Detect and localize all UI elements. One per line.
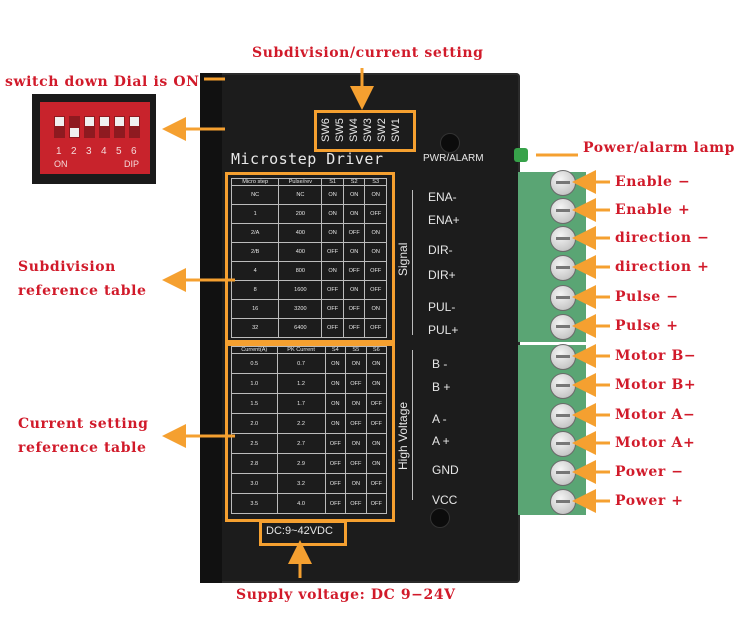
subdivision-table-cell: 400 <box>278 223 323 243</box>
terminal-screw <box>550 460 576 486</box>
mounting-hole-top <box>440 133 460 153</box>
subdivision-table-cell: OFF <box>321 280 344 300</box>
terminal-label: Motor A+ <box>615 435 696 451</box>
dip-dip-label: DIP <box>124 159 140 169</box>
dip-number: 2 <box>71 146 77 157</box>
terminal-label: Power − <box>615 464 684 480</box>
dip-knob <box>70 128 79 137</box>
terminal-label: Enable − <box>615 174 691 190</box>
dc-rating-text: DC:9~42VDC <box>266 525 333 537</box>
driver-title: Microstep Driver <box>231 150 384 168</box>
dip-number: 6 <box>131 146 137 157</box>
dip-lever <box>129 116 140 138</box>
current-table-cell: OFF <box>365 473 388 494</box>
subdivision-table-cell: OFF <box>321 318 344 338</box>
label-subdivision-current-setting: Subdivision/current setting <box>252 45 484 61</box>
hv-pin-label: B + <box>432 380 451 394</box>
terminal-screw <box>550 255 576 281</box>
terminal-label: Power + <box>615 493 684 509</box>
current-table-cell: OFF <box>345 493 367 514</box>
subdivision-table-cell: 6400 <box>278 318 323 338</box>
dip-knob <box>55 117 64 126</box>
dip-lever <box>54 116 65 138</box>
pwr-alarm-text: PWR/ALARM <box>423 153 484 164</box>
driver-side-fin <box>200 73 222 583</box>
label-supply-voltage: Supply voltage: DC 9−24V <box>236 587 456 603</box>
subdivision-table-cell: 3200 <box>278 299 323 319</box>
terminal-screw <box>550 431 576 457</box>
dip-lever <box>69 116 80 138</box>
signal-pin-label: DIR- <box>428 243 453 257</box>
terminal-screw <box>550 226 576 252</box>
power-alarm-lamp <box>514 148 528 162</box>
dip-lever <box>99 116 110 138</box>
hv-pin-label: VCC <box>432 493 458 507</box>
terminal-label: Motor B+ <box>615 377 697 393</box>
terminal-screw <box>550 403 576 429</box>
dip-lever <box>114 116 125 138</box>
hv-pin-label: GND <box>432 463 459 477</box>
label-power-alarm-lamp: Power/alarm lamp <box>583 140 736 156</box>
dip-number: 5 <box>116 146 122 157</box>
terminal-label: direction + <box>615 259 710 275</box>
dip-on-label: ON <box>54 159 68 169</box>
signal-pin-label: ENA+ <box>428 213 460 227</box>
subdivision-table-cell: OFF <box>364 261 387 281</box>
subdivision-table-cell: OFF <box>364 280 387 300</box>
switch-label-box <box>314 110 416 152</box>
current-table-cell: ON <box>365 433 388 454</box>
signal-pin-label: PUL+ <box>428 323 459 337</box>
dip-knob <box>115 117 124 126</box>
signal-pin-label: ENA- <box>428 190 457 204</box>
hv-pin-label: B - <box>432 357 448 371</box>
subdivision-table-frame <box>225 172 395 346</box>
hv-pin-label: A - <box>432 412 447 426</box>
subdivision-table-cell: NC <box>230 185 280 205</box>
signal-bracket <box>412 190 413 335</box>
label-current-table: Current setting reference table <box>18 416 149 456</box>
terminal-label: Motor B− <box>615 348 697 364</box>
dip-number: 4 <box>101 146 107 157</box>
dip-knob <box>85 117 94 126</box>
hv-bracket <box>412 350 413 500</box>
label-subdivision-table: Subdivision reference table <box>18 259 147 299</box>
dip-knob <box>130 117 139 126</box>
terminal-label: Motor A− <box>615 407 696 423</box>
signal-pin-label: DIR+ <box>428 268 456 282</box>
subdivision-table-cell: OFF <box>364 204 387 224</box>
dip-knob <box>100 117 109 126</box>
terminal-label: Pulse − <box>615 289 679 305</box>
terminal-label: direction − <box>615 230 710 246</box>
hv-pin-label: A + <box>432 434 450 448</box>
label-switch-down: switch down Dial is ON <box>5 74 200 90</box>
current-table-cell: OFF <box>365 493 388 514</box>
dip-lever <box>84 116 95 138</box>
dip-number: 1 <box>56 146 62 157</box>
dip-number: 3 <box>86 146 92 157</box>
terminal-screw <box>550 373 576 399</box>
subdivision-table-cell: OFF <box>364 318 387 338</box>
terminal-label: Enable + <box>615 202 691 218</box>
subdivision-table-cell: 32 <box>230 318 280 338</box>
signal-pin-label: PUL- <box>428 300 456 314</box>
mounting-hole-bottom <box>430 508 450 528</box>
terminal-label: Pulse + <box>615 318 679 334</box>
subdivision-table-cell: 8 <box>230 280 280 300</box>
subdivision-table-cell: OFF <box>321 242 344 262</box>
